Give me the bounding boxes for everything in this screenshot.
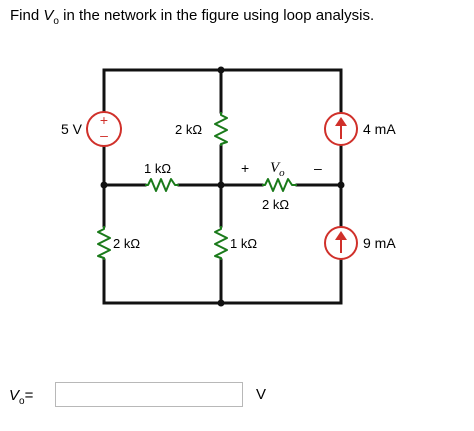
voltage-source-minus: – [100, 127, 108, 143]
label-current-bottom: 9 mA [363, 235, 396, 251]
question-variable-subscript: o [53, 16, 59, 27]
label-r-left-bottom: 2 kΩ [113, 236, 140, 251]
voltage-source-circle [86, 111, 122, 147]
resistor-upper-left-horizontal [145, 178, 179, 192]
node-mid-left [100, 181, 108, 189]
label-voltage-source: 5 V [61, 121, 83, 137]
question-text: Find Vo in the network in the figure usi… [10, 7, 374, 27]
answer-label-main: V [9, 387, 20, 404]
voltage-source-plus: + [100, 112, 108, 128]
answer-label-sub: o [19, 396, 25, 407]
label-r-top-middle: 2 kΩ [175, 122, 202, 137]
node-mid-center [217, 181, 225, 189]
node-mid-right [337, 181, 345, 189]
resistor-top-middle [214, 112, 228, 146]
answer-label-suffix: = [24, 387, 34, 404]
label-vo-plus: + [241, 160, 249, 176]
current-source-top-arrow-head [335, 117, 347, 126]
answer-input[interactable] [55, 382, 243, 407]
node-bottom-center [217, 299, 225, 307]
question-prefix: Find [10, 7, 44, 24]
label-vo-minus: – [314, 160, 322, 176]
resistors [97, 112, 297, 260]
label-r-vo: 2 kΩ [262, 197, 289, 212]
label-r-upper-left: 1 kΩ [144, 161, 171, 176]
resistor-middle-bottom [214, 226, 228, 260]
label-vo: Vo [270, 160, 285, 179]
label-vo-main: V [270, 160, 281, 176]
nodes [100, 66, 345, 307]
node-top-center [217, 66, 225, 74]
current-source-top [324, 112, 358, 146]
answer-label: Vo= [9, 387, 33, 407]
answer-unit: V [256, 386, 267, 403]
label-current-top: 4 mA [363, 121, 396, 137]
question-variable: V [43, 7, 54, 24]
question-suffix: in the network in the figure using loop … [58, 7, 375, 24]
current-source-bottom [324, 226, 358, 260]
label-vo-sub: o [279, 167, 285, 179]
resistor-vo [262, 178, 297, 192]
label-r-middle-bottom: 1 kΩ [230, 236, 257, 251]
voltage-source: + – [86, 111, 122, 147]
current-source-bottom-arrow-head [335, 231, 347, 240]
resistor-left-bottom [97, 226, 111, 260]
